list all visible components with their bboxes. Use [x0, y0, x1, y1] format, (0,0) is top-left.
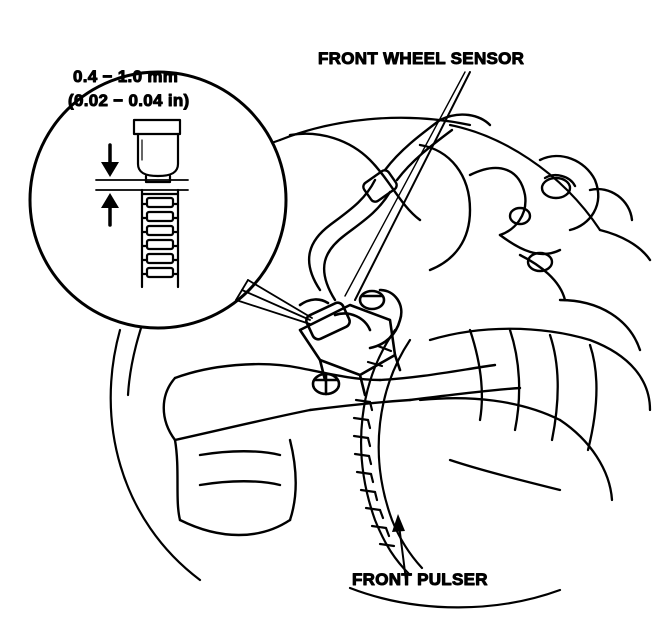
sensor-cable: [307, 113, 492, 302]
inset-sensor-tip: [132, 118, 182, 184]
arrow-down-icon: [101, 162, 119, 177]
clearance-imperial-label: (0.02 − 0.04 in): [68, 91, 190, 110]
inset-pointer: [235, 279, 313, 325]
axle-boot: [418, 327, 652, 502]
front-wheel-sensor-label: FRONT WHEEL SENSOR: [318, 49, 524, 68]
steering-knuckle: [288, 132, 652, 352]
front-pulser: [352, 328, 424, 577]
leader-lines: [344, 71, 471, 581]
pulser-arrow-icon: [392, 514, 405, 532]
pulser-leader: [398, 524, 407, 581]
lower-arm: [162, 362, 522, 537]
sensor-leader: [354, 71, 471, 301]
clearance-inset: [28, 70, 288, 330]
inset-pulser-teeth: [140, 188, 180, 289]
arrow-up-icon: [101, 193, 119, 208]
clearance-metric-label: 0.4 − 1.0 mm: [73, 67, 178, 86]
inset-circle: [28, 70, 288, 330]
front-pulser-label: FRONT PULSER: [352, 570, 488, 589]
gap-dimension: [95, 143, 189, 227]
